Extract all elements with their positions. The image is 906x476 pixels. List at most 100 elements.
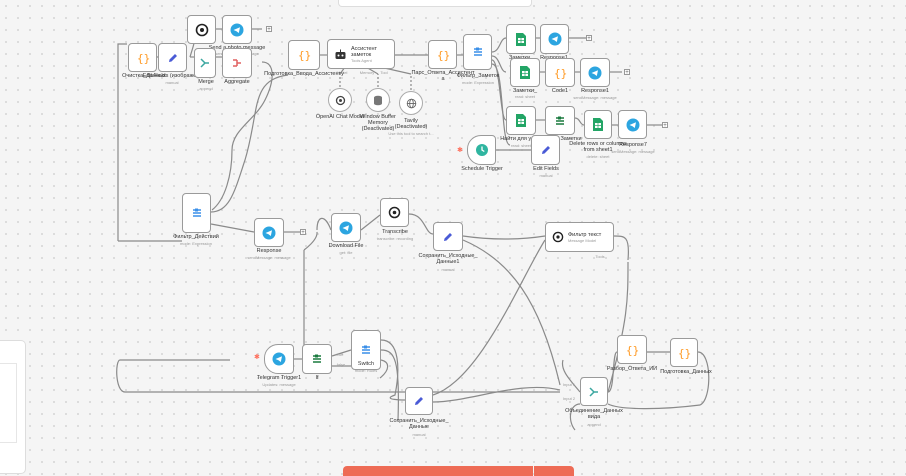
node-prep-query[interactable]: {}: [288, 40, 320, 70]
node-combine[interactable]: [580, 377, 608, 406]
port-label-input1: Input 1: [562, 382, 576, 387]
node-switch[interactable]: [351, 330, 381, 370]
node-download-file[interactable]: [331, 213, 361, 242]
node-save-source1-sub: manual: [441, 267, 455, 272]
node-if-title: If: [315, 375, 319, 381]
pencil-icon: [167, 52, 179, 64]
subnode-memory[interactable]: [366, 88, 390, 112]
telegram-icon: [548, 32, 562, 46]
node-filter-actions-sub: mode: Expression: [179, 241, 213, 246]
node-clean-data[interactable]: {}: [128, 43, 157, 72]
node-response1-top[interactable]: [540, 24, 569, 54]
code-braces-icon: {}: [625, 344, 639, 356]
telegram-icon: [262, 226, 276, 240]
node-response[interactable]: [254, 218, 284, 247]
node-parse-ai[interactable]: {}: [617, 335, 647, 364]
telegram-icon: [588, 66, 602, 80]
node-save-source-title: Сохранить_Исходные_Данные: [389, 418, 449, 430]
node-code1[interactable]: {}: [545, 58, 575, 87]
aggregate-icon: [231, 57, 243, 69]
node-edit-top-title: Edit Fields (изображение): [142, 73, 208, 79]
openai-icon: [388, 206, 401, 219]
add-after-response1-send[interactable]: +: [624, 69, 630, 76]
telegram-icon: [339, 221, 353, 235]
node-sheet2-title: Заметки_: [512, 88, 538, 94]
node-edit-top[interactable]: [158, 43, 187, 72]
node-transcribe[interactable]: [380, 198, 409, 227]
trigger-bolt-icon: ✱: [254, 354, 260, 361]
node-send-top[interactable]: [222, 15, 252, 44]
node-edit-fields[interactable]: [531, 135, 560, 165]
code-braces-icon: {}: [553, 67, 567, 79]
port-label-tools: Tools: [595, 254, 605, 259]
node-sheet2[interactable]: [510, 58, 540, 87]
node-assistant-title: Ассистент заметок: [351, 45, 378, 58]
node-aggregate[interactable]: [222, 48, 252, 78]
node-schedule-trigger-title: Schedule Trigger: [461, 166, 503, 172]
node-delete-rows-sub: delete: sheet: [586, 154, 610, 159]
port-label-memory: Memory: [359, 70, 375, 75]
switch-icon: [472, 46, 484, 58]
node-merge[interactable]: [194, 48, 216, 78]
subnode-tavily[interactable]: [399, 91, 423, 115]
node-sheet1[interactable]: [506, 24, 536, 54]
node-edit-fields-sub: manual: [539, 173, 553, 178]
node-if-notes[interactable]: [545, 106, 575, 135]
node-telegram-trigger[interactable]: [264, 344, 294, 374]
node-edit-fields-title: Edit Fields: [533, 166, 559, 172]
pencil-icon: [540, 144, 552, 156]
subnode-openai-model[interactable]: [328, 88, 352, 112]
database-icon: [373, 95, 383, 106]
add-after-response[interactable]: +: [300, 229, 306, 236]
node-openai-top[interactable]: [187, 15, 216, 44]
node-parse[interactable]: {}: [428, 40, 457, 69]
code-braces-icon: {}: [677, 347, 691, 359]
node-prep-data[interactable]: {}: [670, 338, 698, 367]
node-response-sub: sendMessage: message: [247, 255, 291, 260]
node-save-source[interactable]: [405, 387, 433, 415]
openai-icon: [552, 231, 564, 243]
google-sheets-icon: [516, 114, 526, 127]
if-icon: [554, 115, 566, 127]
bottom-action-dropdown[interactable]: [534, 466, 574, 476]
if-icon: [311, 353, 323, 365]
node-if[interactable]: [302, 344, 332, 374]
subnode-tavily-title: Tavily(Deactivated): [394, 118, 428, 130]
port-label-false: false: [336, 362, 346, 367]
openai-icon: [335, 95, 346, 106]
node-filter-notes[interactable]: [463, 34, 492, 70]
node-filter-text[interactable]: Фильтр текст Message Model: [545, 222, 614, 252]
node-delete-rows[interactable]: [584, 110, 612, 139]
node-assistant-sub: Tools Agent: [351, 57, 372, 63]
node-aggregate-title: Aggregate: [224, 79, 250, 85]
svg-text:{}: {}: [137, 52, 150, 64]
port-label-tool: Tool: [380, 70, 388, 75]
code-braces-icon: {}: [436, 49, 450, 61]
svg-text:{}: {}: [298, 49, 311, 61]
add-after-response1[interactable]: +: [586, 35, 592, 42]
left-side-panel[interactable]: [0, 340, 26, 474]
svg-text:{}: {}: [554, 67, 567, 79]
node-find-delete[interactable]: [506, 106, 536, 135]
node-code1-title: Code1: [551, 88, 569, 94]
telegram-icon: [230, 23, 244, 37]
node-response1-send[interactable]: [580, 58, 610, 87]
trigger-bolt-icon: ✱: [457, 147, 463, 154]
bottom-action-button[interactable]: [343, 466, 533, 476]
node-response7[interactable]: [618, 110, 647, 139]
node-find-delete-title: Найти для уда...: [500, 136, 542, 142]
node-save-source1[interactable]: [433, 222, 463, 251]
node-clean-data-title: Очистка_Данных: [122, 73, 166, 79]
node-schedule-trigger[interactable]: [467, 135, 496, 165]
node-response7-title: Response7: [619, 142, 647, 148]
node-edit-top-sub: manual: [165, 80, 179, 85]
node-filter-actions[interactable]: [182, 193, 211, 233]
node-assistant[interactable]: Ассистент заметок Tools Agent: [327, 39, 395, 69]
node-response-title: Response: [256, 248, 282, 254]
add-after-send-top[interactable]: +: [266, 26, 272, 33]
add-after-response7[interactable]: +: [662, 122, 668, 129]
node-save-source-sub: manual: [412, 432, 426, 437]
svg-text:{}: {}: [437, 49, 450, 61]
